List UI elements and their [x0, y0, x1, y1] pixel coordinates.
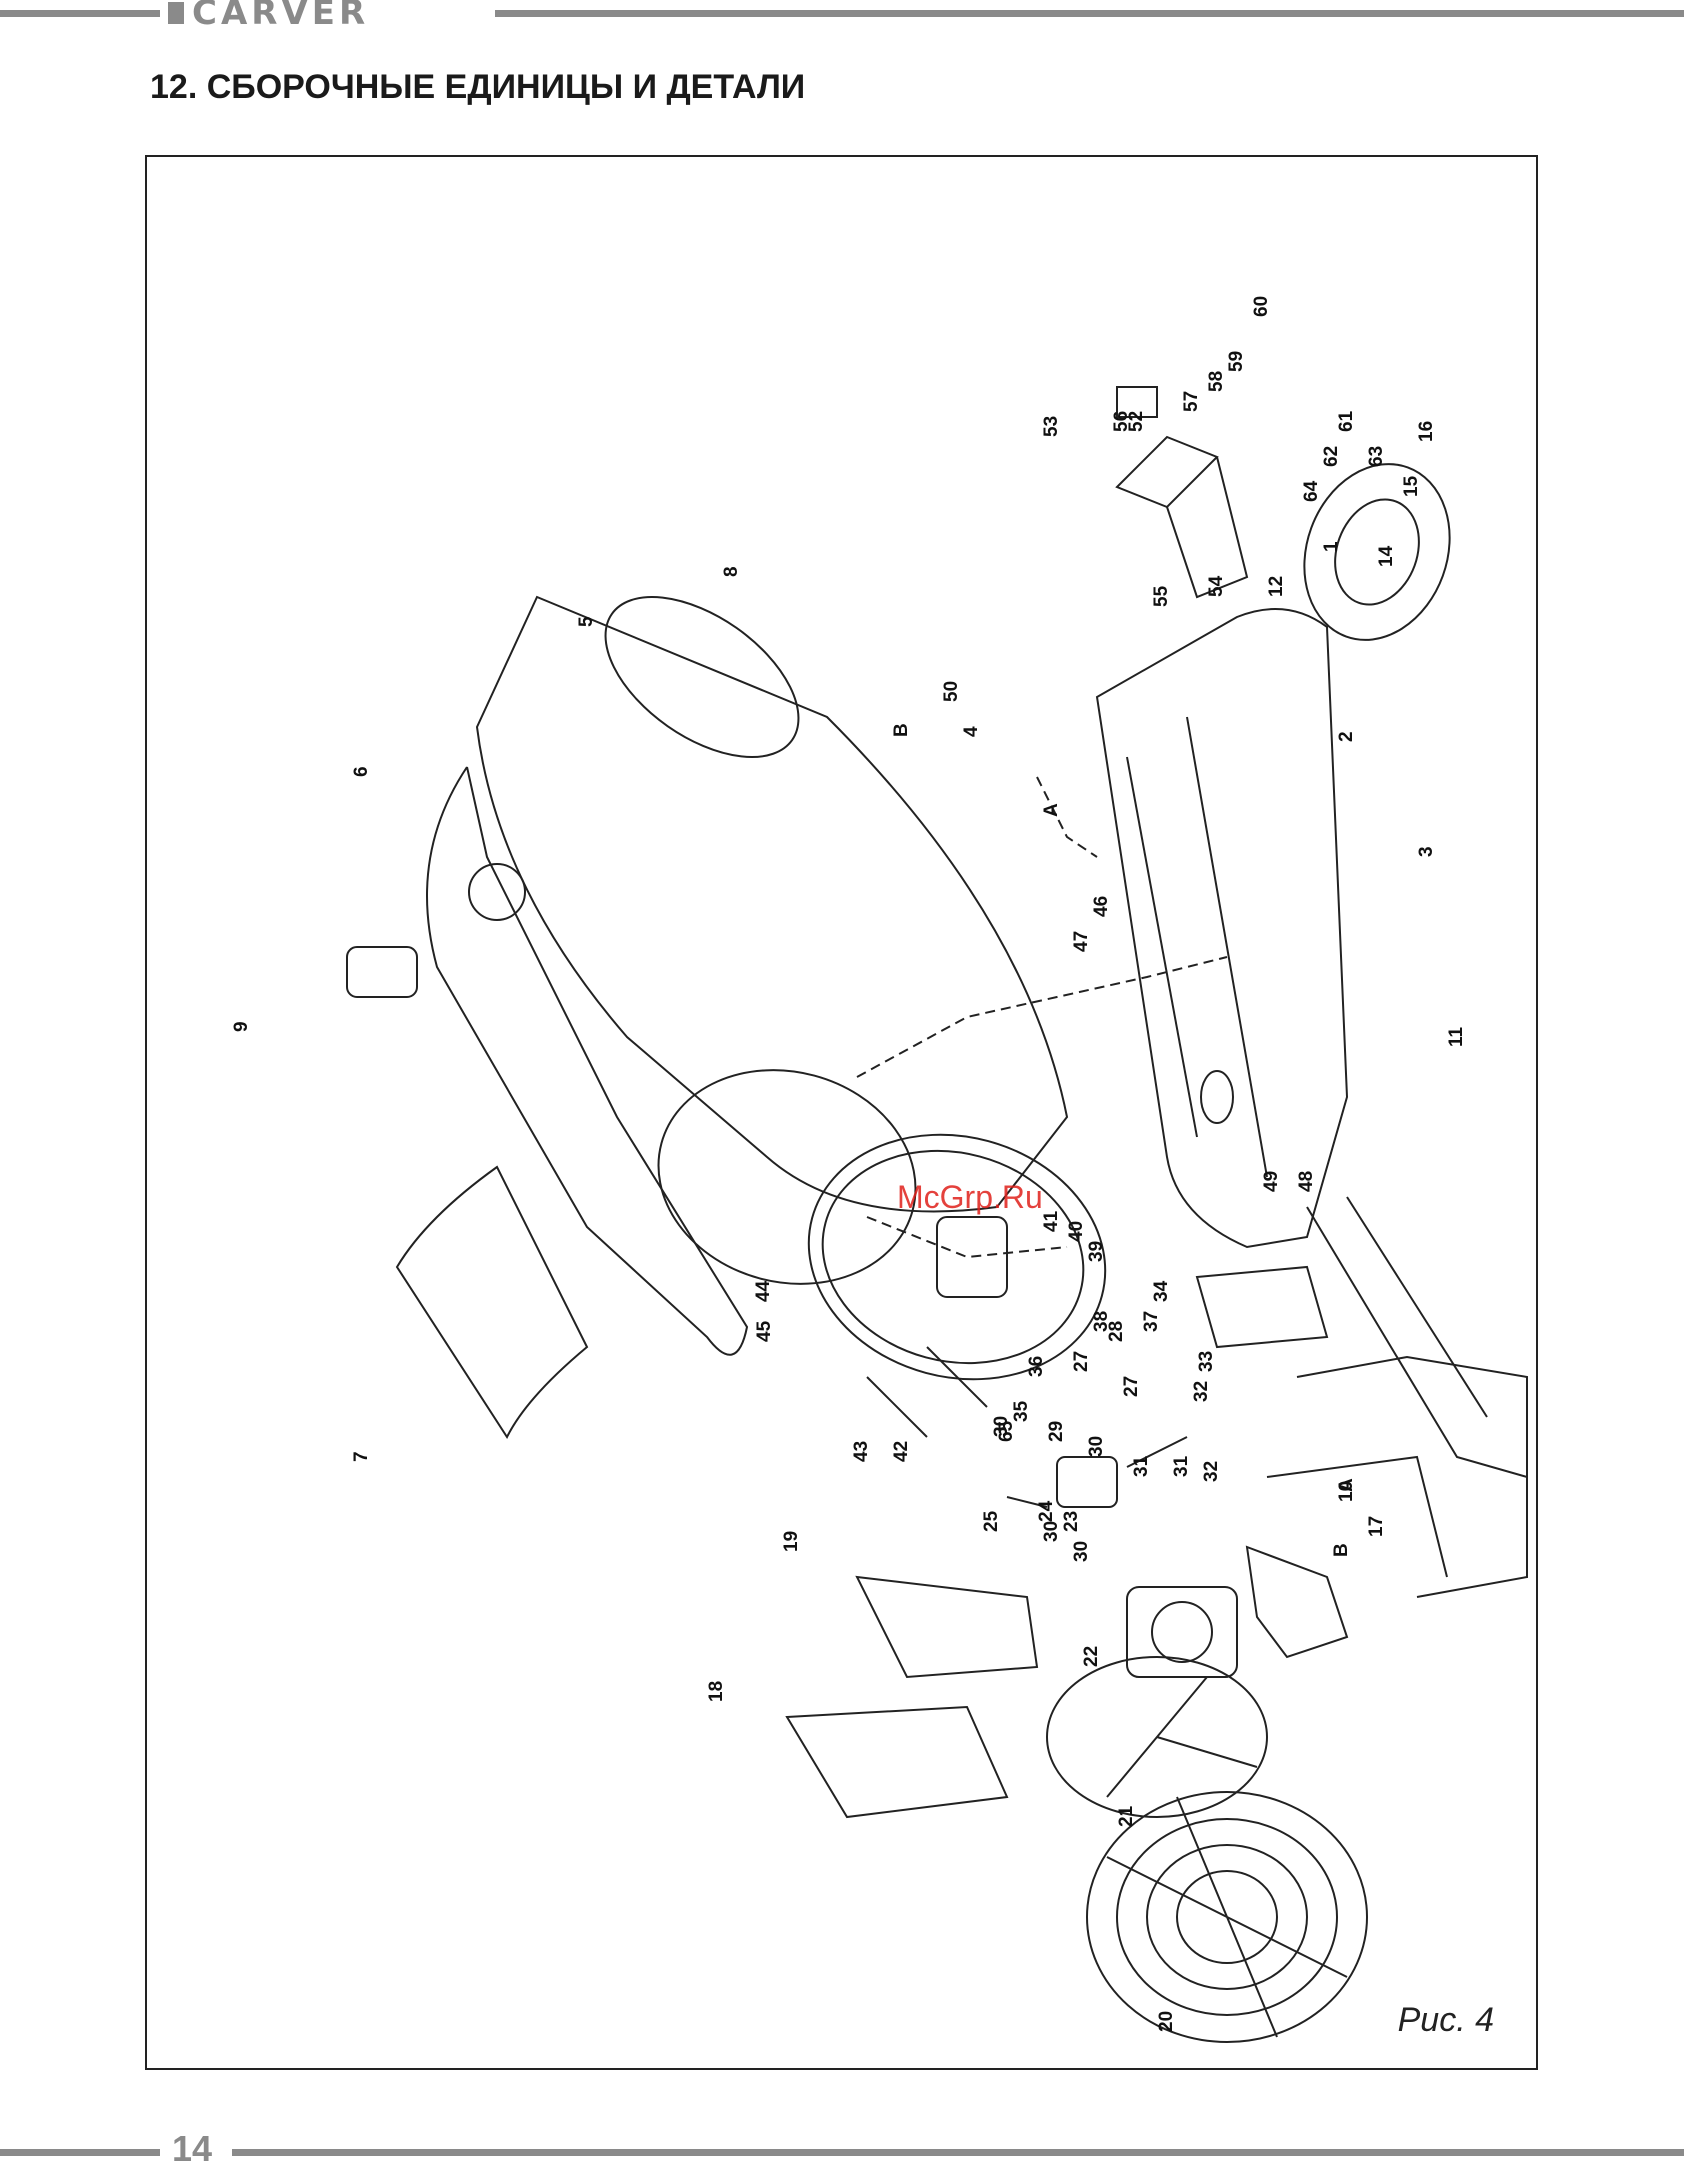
part-label-47: 47 [1071, 931, 1092, 952]
footer-rule-left [0, 2149, 160, 2156]
part-label-33: 33 [1196, 1351, 1217, 1372]
part-label-32: 32 [1201, 1461, 1222, 1482]
part-label-50: 50 [941, 681, 962, 702]
part-label-54: 54 [1206, 575, 1227, 597]
part-label-29: 29 [1046, 1421, 1067, 1442]
part-label-1: 1 [1321, 541, 1342, 552]
brand-mark-icon [168, 2, 184, 24]
part-label-20: 20 [1156, 2011, 1177, 2032]
part-label-9: 9 [231, 1021, 252, 1032]
footer-rule-right [232, 2149, 1684, 2156]
part-label-44: 44 [753, 1280, 774, 1302]
part-label-57: 57 [1181, 391, 1202, 412]
part-label-31: 31 [1131, 1455, 1152, 1477]
part-label-41: 41 [1041, 1210, 1062, 1232]
part-label-46: 46 [1091, 896, 1112, 917]
brand-name: CARVER [192, 0, 369, 30]
part-label-43: 43 [851, 1441, 872, 1462]
section-title: 12. СБОРОЧНЫЕ ЕДИНИЦЫ И ДЕТАЛИ [150, 68, 805, 107]
header-rule-right [495, 10, 1684, 17]
part-label-48: 48 [1296, 1171, 1317, 1192]
part-label-27: 27 [1071, 1351, 1092, 1372]
part-label-22: 22 [1081, 1646, 1102, 1667]
part-label-31: 31 [1171, 1455, 1192, 1477]
part-label-4: 4 [961, 726, 982, 737]
part-label-24: 24 [1036, 1500, 1057, 1522]
part-label-6: 6 [351, 766, 372, 777]
part-label-60: 60 [1251, 296, 1272, 317]
part-label-2: 2 [1336, 731, 1357, 742]
part-label-32: 32 [1191, 1381, 1212, 1402]
part-label-30: 30 [1086, 1436, 1107, 1457]
part-label-5: 5 [576, 616, 597, 627]
part-label-A: A [1336, 1478, 1357, 1492]
part-label-12: 12 [1266, 576, 1287, 597]
part-label-B: B [1331, 1543, 1352, 1557]
part-label-30: 30 [1041, 1521, 1062, 1542]
part-label-39: 39 [1086, 1241, 1107, 1262]
part-label-37: 37 [1141, 1311, 1162, 1332]
part-label-59: 59 [1226, 351, 1247, 372]
part-label-61: 61 [1336, 410, 1357, 432]
part-label-A: A [1041, 803, 1062, 817]
part-label-23: 23 [1061, 1511, 1082, 1532]
part-label-25: 25 [981, 1510, 1002, 1532]
part-label-55: 55 [1151, 585, 1172, 607]
part-label-49: 49 [1261, 1171, 1282, 1192]
part-label-45: 45 [754, 1320, 775, 1342]
part-label-16: 16 [1416, 421, 1437, 442]
page-number: 14 [172, 2128, 212, 2170]
part-label-B: B [891, 723, 912, 737]
watermark: McGrp.Ru [897, 1179, 1043, 1216]
part-label-3: 3 [1416, 846, 1437, 857]
figure-caption: Рис. 4 [1398, 2001, 1494, 2040]
part-label-17: 17 [1366, 1516, 1387, 1537]
part-label-14: 14 [1376, 545, 1397, 567]
part-label-8: 8 [721, 566, 742, 577]
part-label-58: 58 [1206, 371, 1227, 392]
part-label-21: 21 [1116, 1805, 1137, 1827]
part-label-62: 62 [1321, 446, 1342, 467]
part-label-7: 7 [351, 1451, 372, 1462]
part-label-56: 56 [1111, 411, 1132, 432]
part-label-27: 27 [1121, 1376, 1142, 1397]
part-label-34: 34 [1151, 1280, 1172, 1302]
part-label-38: 38 [1091, 1311, 1112, 1332]
part-label-64: 64 [1301, 480, 1322, 502]
part-label-36: 36 [1026, 1356, 1047, 1377]
brand-logo: CARVER [168, 0, 488, 32]
part-label-30: 30 [1071, 1541, 1092, 1562]
part-label-40: 40 [1066, 1221, 1087, 1242]
exploded-parts-diagram: 1234567891011121415161718192021222324252… [147, 157, 1536, 2068]
part-label-11: 11 [1446, 1026, 1467, 1047]
header-rule-left [0, 10, 160, 17]
part-label-18: 18 [706, 1681, 727, 1702]
part-label-65: 65 [996, 1420, 1017, 1442]
part-label-19: 19 [781, 1531, 802, 1552]
part-label-63: 63 [1366, 446, 1387, 467]
part-label-35: 35 [1011, 1400, 1032, 1422]
part-label-42: 42 [891, 1441, 912, 1462]
part-label-53: 53 [1041, 416, 1062, 437]
part-label-15: 15 [1401, 475, 1422, 497]
